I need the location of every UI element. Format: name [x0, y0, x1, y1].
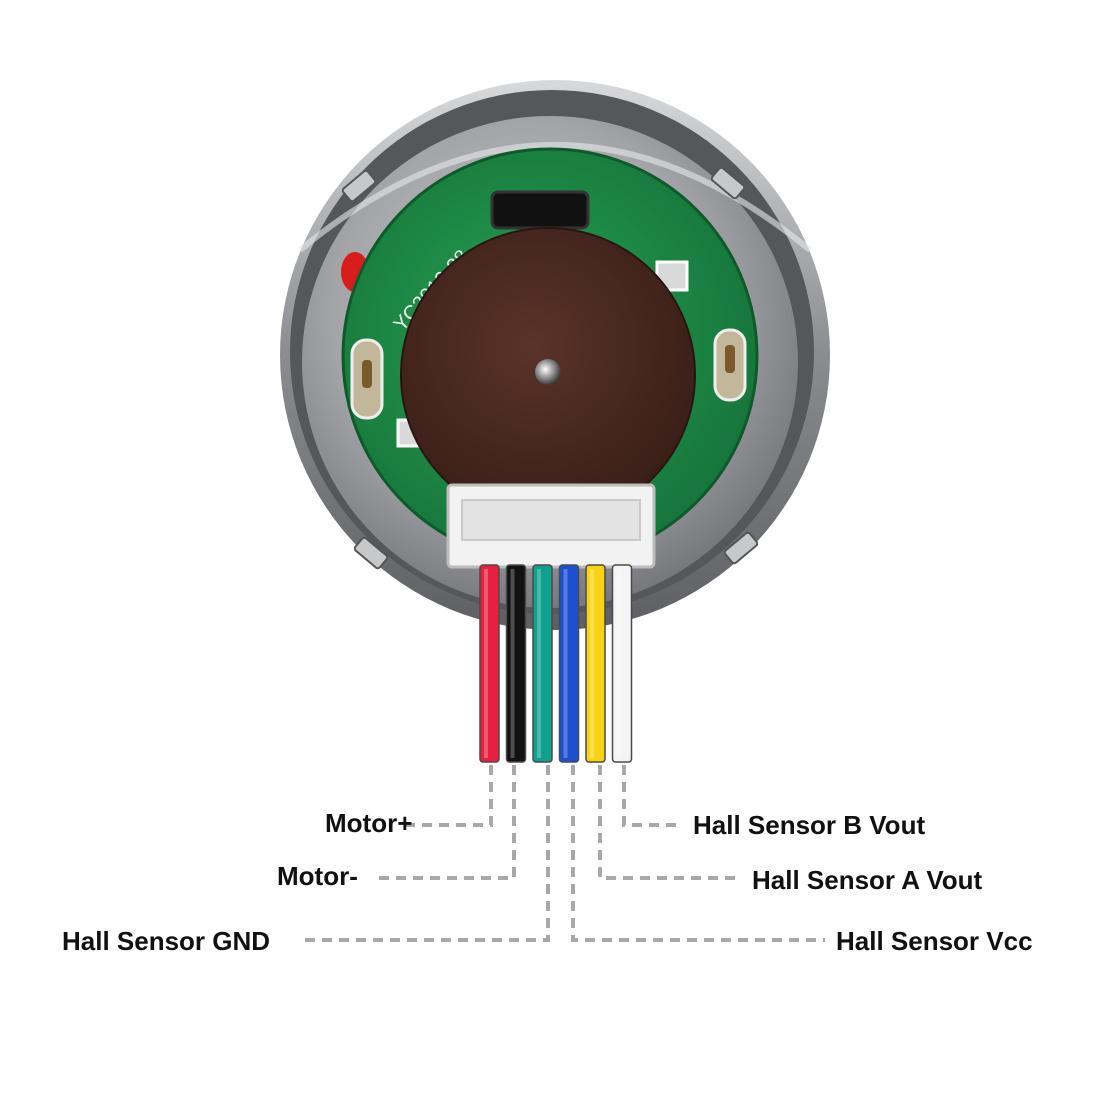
- label-hall-gnd: Hall Sensor GND: [62, 926, 270, 956]
- leader-hall-gnd: [298, 765, 550, 942]
- leader-motor-minus: [375, 765, 516, 880]
- wire-hall-gnd: [532, 564, 553, 763]
- label-motor-minus: Motor-: [277, 861, 358, 891]
- leader-hall-vcc: [571, 765, 825, 942]
- wire-motor-plus: [479, 564, 500, 763]
- motor-shaft: [535, 359, 561, 385]
- wire-hall-vcc: [558, 564, 580, 763]
- housing-tabs: [341, 166, 759, 570]
- magnet-disc: [400, 227, 696, 523]
- label-hall-vcc: Hall Sensor Vcc: [836, 926, 1033, 956]
- wire-highlight-hall-gnd: [537, 569, 541, 758]
- wire-highlight-hall-vcc: [563, 569, 568, 758]
- label-motor-plus: Motor+: [325, 808, 412, 838]
- wire-highlight-hall-b-vout: [616, 569, 621, 758]
- leader-hall-a-vout: [598, 765, 740, 880]
- wire-hall-a-vout: [585, 564, 606, 763]
- label-hall-b-vout: Hall Sensor B Vout: [693, 810, 925, 840]
- leader-hall-b-vout: [622, 765, 682, 827]
- leader-motor-plus: [405, 765, 493, 827]
- wire-highlight-motor-minus: [510, 569, 515, 758]
- wire-connector: [446, 483, 656, 569]
- wire-highlight-hall-a-vout: [590, 569, 594, 758]
- wire-motor-minus: [505, 564, 527, 763]
- leader-lines: [298, 765, 825, 942]
- wire-hall-b-vout: [611, 564, 633, 763]
- label-hall-a-vout: Hall Sensor A Vout: [752, 865, 983, 895]
- wire-bundle: [479, 564, 633, 763]
- ic-chip: [490, 190, 590, 230]
- wire-labels: Motor+ Motor- Hall Sensor GND Hall Senso…: [62, 808, 1033, 956]
- wire-highlight-motor-plus: [484, 569, 488, 758]
